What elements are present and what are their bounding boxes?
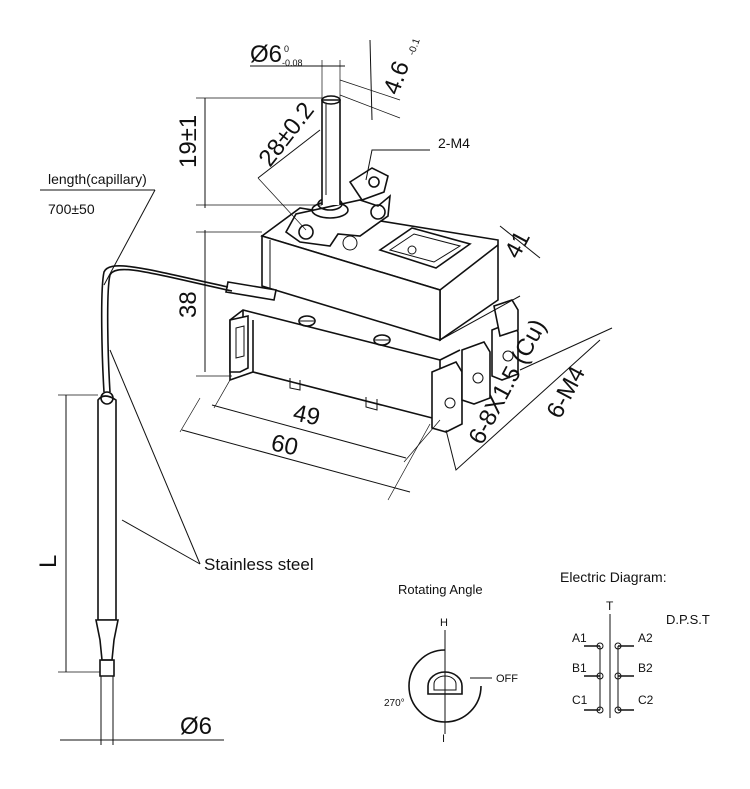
body-height-label: 38 bbox=[175, 291, 202, 318]
shaft-diameter-label: Ø6 bbox=[250, 41, 282, 68]
base-length-label: 60 bbox=[269, 429, 301, 461]
electric-diagram-title: Electric Diagram: bbox=[560, 569, 667, 585]
bulb-diameter-label: Ø6 bbox=[180, 713, 212, 740]
switch-type-label: D.P.S.T bbox=[666, 612, 710, 627]
bulb-length-label: L bbox=[35, 555, 62, 568]
electric-diagram: Electric Diagram: T D.P.S.T A1 B1 C1 A2 … bbox=[560, 569, 710, 718]
terminal-c2: C2 bbox=[638, 693, 654, 707]
rotating-angle-low: I bbox=[442, 733, 445, 745]
terminal-blocks bbox=[431, 299, 519, 433]
shaft-lower-tolerance: -0.08 bbox=[282, 58, 303, 68]
terminal-c1: C1 bbox=[572, 693, 588, 707]
terminal-a1: A1 bbox=[572, 631, 587, 645]
rotating-angle-diagram: Rotating Angle H OFF 270° I bbox=[384, 582, 518, 745]
capillary-length-value: 700±50 bbox=[48, 201, 95, 217]
mount-screws-label: 2-M4 bbox=[438, 135, 470, 151]
sensor-bulb bbox=[95, 391, 119, 745]
terminal-b1: B1 bbox=[572, 661, 587, 675]
mount-spacing-label: 28±0.2 bbox=[253, 97, 319, 171]
rotating-angle-title: Rotating Angle bbox=[398, 582, 483, 597]
body-depth-label: 41 bbox=[499, 227, 535, 263]
base-inner-length-label: 49 bbox=[291, 399, 323, 431]
rotating-angle-value: 270° bbox=[384, 698, 405, 709]
terminal-a2: A2 bbox=[638, 631, 653, 645]
capillary-tube bbox=[100, 265, 233, 393]
dimension-labels: Ø6 0 -0.08 4.6 -0.1 19±1 28±0.2 2-M4 38 … bbox=[35, 37, 591, 740]
rotating-angle-high: H bbox=[440, 617, 448, 629]
thermostat-body bbox=[225, 95, 519, 433]
terminal-b2: B2 bbox=[638, 661, 653, 675]
shaft-height-label: 19±1 bbox=[175, 115, 202, 168]
flat-width-tolerance: -0.1 bbox=[406, 37, 422, 57]
terminal-screws-label: 6-M4 bbox=[541, 362, 591, 423]
rotating-angle-off: OFF bbox=[496, 673, 518, 685]
dimension-lines bbox=[40, 39, 613, 741]
capillary-length-title: length(capillary) bbox=[48, 171, 147, 187]
shaft-upper-tolerance: 0 bbox=[284, 44, 289, 54]
capillary-material-label: Stainless steel bbox=[204, 555, 314, 574]
flat-width-label: 4.6 bbox=[378, 57, 415, 98]
thermostat-label: T bbox=[606, 599, 614, 613]
